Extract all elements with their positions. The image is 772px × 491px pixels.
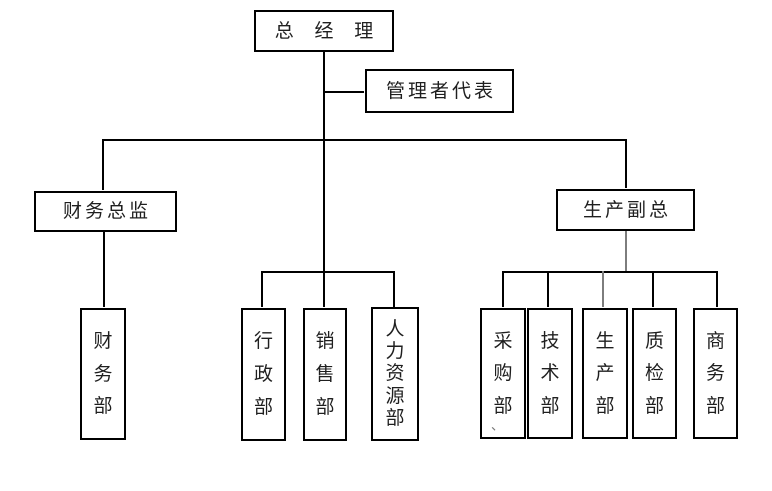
- connector-riser-finance-director: [102, 139, 104, 191]
- org-node-sales-dept: 销售部: [303, 308, 347, 441]
- connector-main-rail: [102, 139, 627, 141]
- org-node-production-vp: 生产副总: [556, 189, 695, 231]
- node-char: 检: [644, 363, 664, 384]
- connector-stub-business-dept: [716, 271, 718, 308]
- node-char: 部: [253, 397, 273, 418]
- org-node-tech-dept: 技术部: [527, 308, 573, 439]
- node-char: 源: [385, 385, 405, 407]
- org-node-general-manager: 总 经 理: [254, 10, 394, 52]
- connector-riser-production-vp: [625, 139, 627, 189]
- node-char: 销: [315, 331, 335, 352]
- node-char: 购: [493, 363, 513, 384]
- connector-link-to-representative: [323, 91, 365, 93]
- connector-stub-tech-dept: [547, 271, 549, 308]
- node-char: 术: [540, 363, 560, 384]
- node-char: 部: [705, 395, 725, 417]
- node-char: 财: [93, 330, 113, 352]
- node-char: 行: [253, 331, 273, 352]
- node-char: 务: [705, 363, 725, 384]
- node-char: 部: [315, 397, 335, 418]
- org-node-business-dept: 商务部: [693, 308, 738, 439]
- node-char: 采: [493, 330, 513, 352]
- node-char: 部: [385, 407, 405, 429]
- node-char: 商: [705, 330, 725, 352]
- node-char: 售: [315, 364, 335, 385]
- org-node-finance-dept: 财务部: [80, 308, 126, 440]
- org-node-qc-dept: 质检部: [632, 308, 677, 439]
- connector-stub-qc-dept: [652, 271, 654, 308]
- node-char: 部: [644, 395, 664, 417]
- connector-stub-purchasing-dept: [502, 271, 504, 308]
- node-char: 力: [385, 341, 405, 363]
- node-char: 生: [595, 330, 615, 352]
- org-node-finance-director: 财务总监: [34, 191, 177, 232]
- org-node-production-dept: 生产部: [582, 308, 628, 439]
- connector-drop-production-vp: [625, 230, 627, 273]
- node-char: 人: [385, 319, 405, 341]
- connector-stub-production-dept: [602, 271, 604, 308]
- node-char: 资: [385, 363, 405, 385]
- node-char: 政: [253, 364, 273, 385]
- connector-trunk-gm-down: [323, 51, 325, 308]
- node-char: 部: [93, 396, 113, 418]
- org-node-purchasing-dept: 采购部: [480, 308, 526, 439]
- node-char: 部: [595, 395, 615, 417]
- node-char: 部: [540, 395, 560, 417]
- stray-comma-mark: 、: [491, 418, 505, 433]
- org-node-hr-dept: 人力资源部: [371, 307, 419, 441]
- node-char: 产: [595, 363, 615, 384]
- node-char: 质: [644, 330, 664, 352]
- connector-drop-finance-dept: [103, 231, 105, 308]
- connector-right-rail: [502, 271, 717, 273]
- org-node-management-representative: 管理者代表: [365, 69, 514, 113]
- node-char: 务: [93, 363, 113, 385]
- connector-stub-admin-dept: [261, 271, 263, 308]
- connector-stub-hr-dept: [393, 271, 395, 308]
- connector-mid-rail: [261, 271, 394, 273]
- node-char: 技: [540, 330, 560, 352]
- node-char: 部: [493, 395, 513, 417]
- org-node-admin-dept: 行政部: [241, 308, 286, 441]
